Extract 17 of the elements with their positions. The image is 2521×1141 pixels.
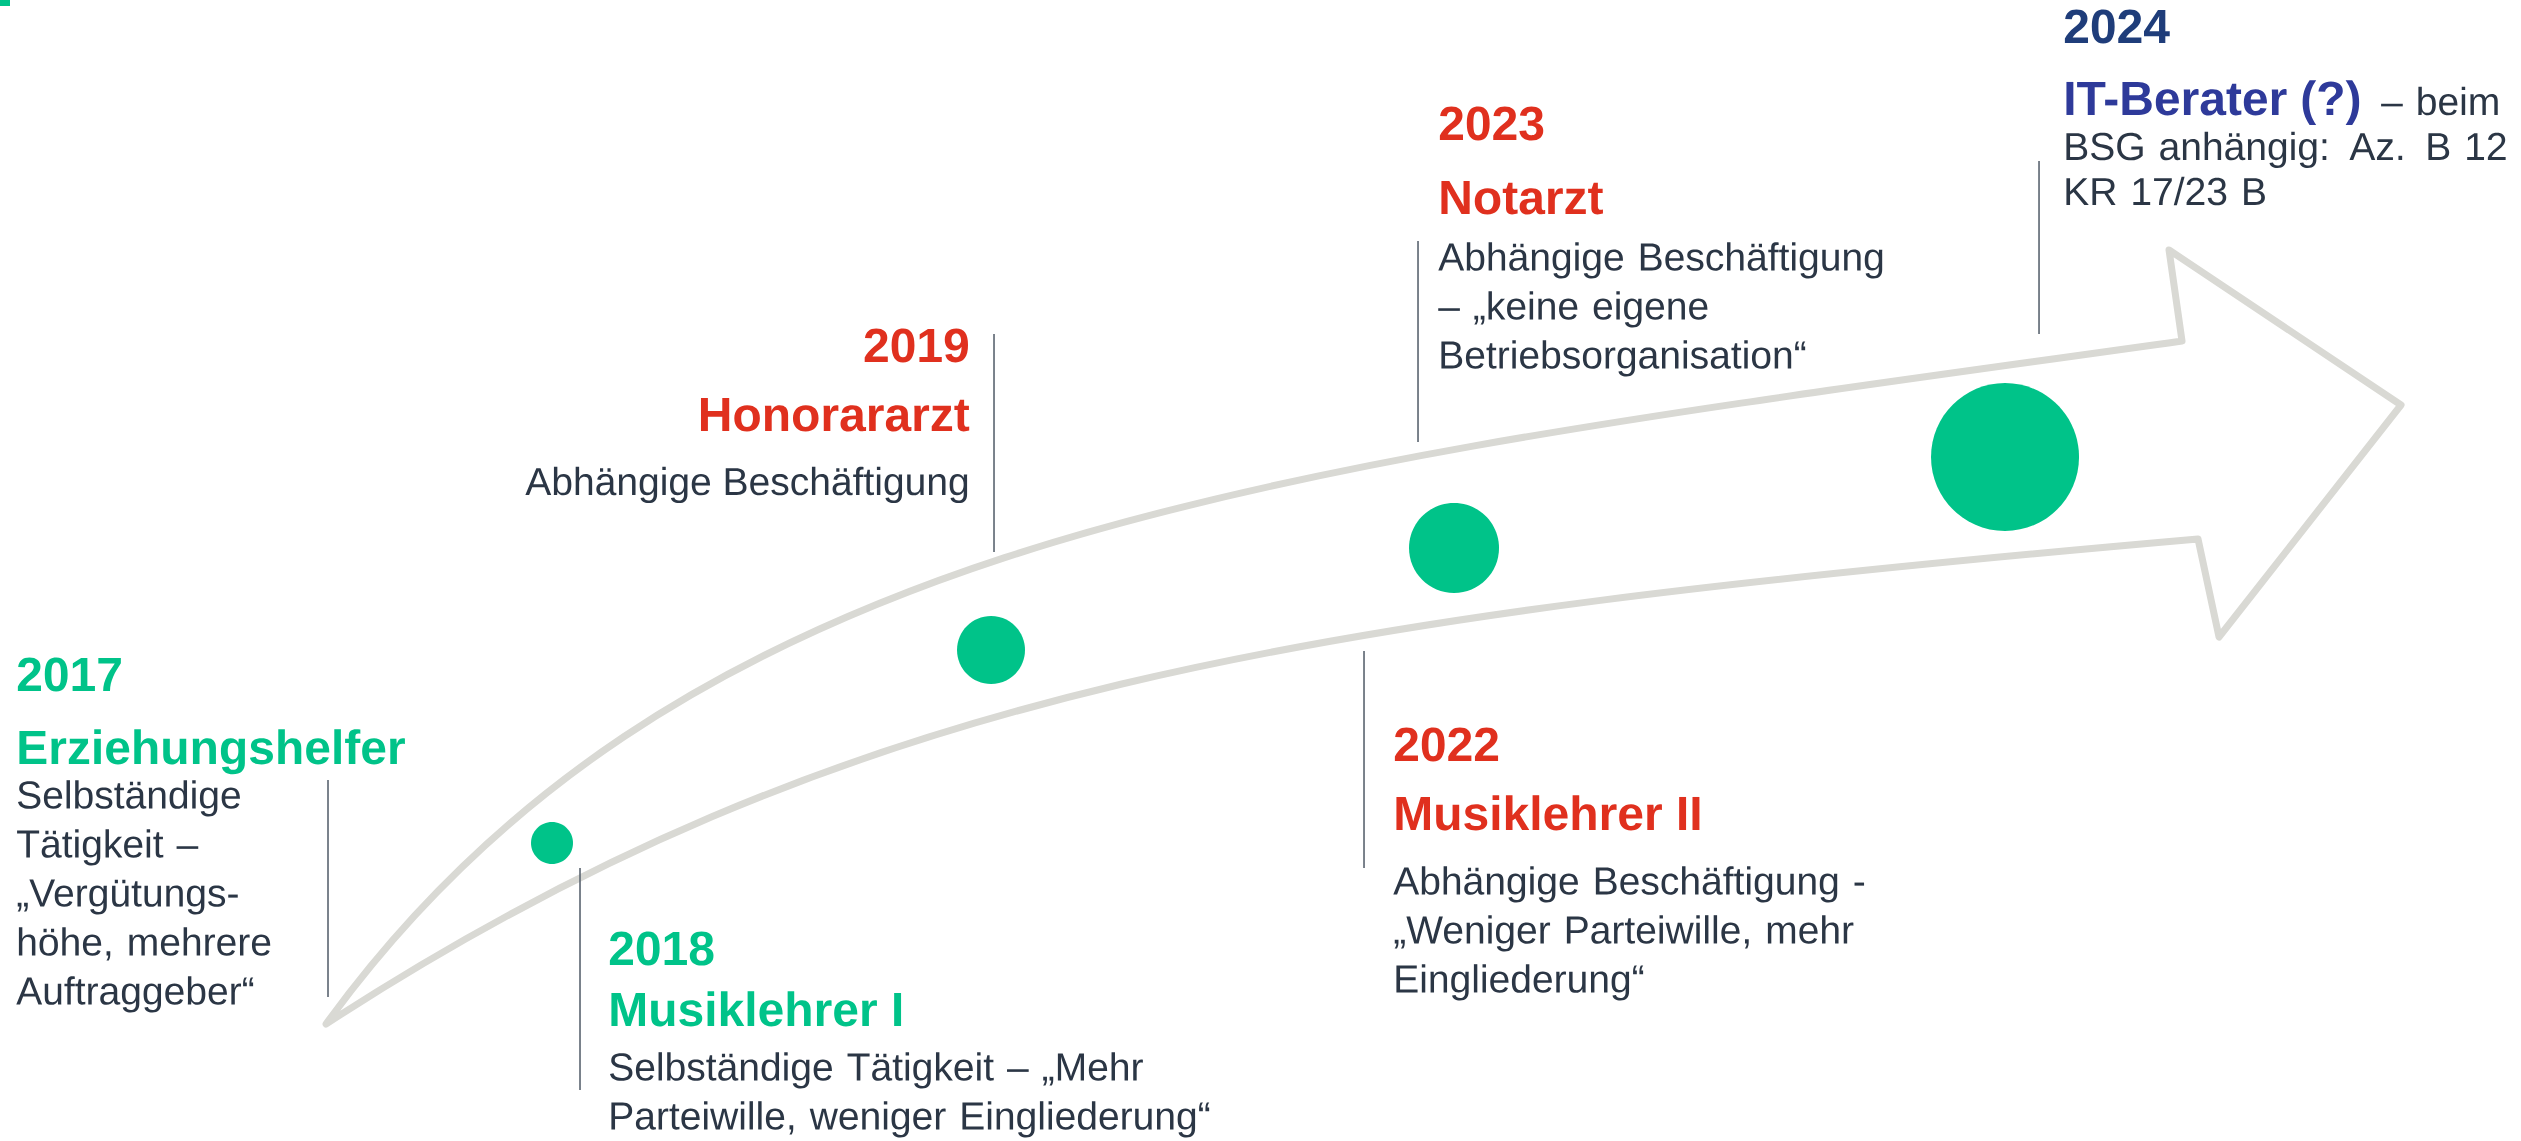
timeline-dot: [957, 616, 1025, 684]
year-label: 2023: [1439, 106, 1544, 141]
case-title: Musiklehrer II: [1396, 795, 1700, 831]
year-label: 2017: [17, 657, 121, 692]
case-title: Notarzt: [1441, 180, 1603, 215]
timeline-dot: [1409, 503, 1499, 593]
case-title: Musiklehrer I: [611, 991, 902, 1027]
case-note: IT-Berater (?) – beim BSG anhängig: Az. B 12 KR 17/23 B: [2066, 80, 2506, 206]
case-description: Abhängige Beschäftigung - „Weniger Parteiwille, mehr Eingliederung“: [1393, 866, 1865, 1001]
timeline-dot: [531, 822, 573, 864]
year-label: 2019: [864, 328, 968, 363]
case-description: Selbständige Tätigkeit – „Vergütungs-höhe, mehrere Auftraggeber“: [16, 780, 271, 1013]
timeline-dot: [1931, 383, 2079, 531]
year-label: 2018: [609, 931, 714, 966]
case-description: Selbständige Tätigkeit – „Mehr Parteiwille, weniger Eingliederung“: [610, 1052, 1210, 1138]
case-description: Abhängige Beschäftigung: [525, 466, 968, 504]
year-label: 2024: [2064, 9, 2170, 44]
